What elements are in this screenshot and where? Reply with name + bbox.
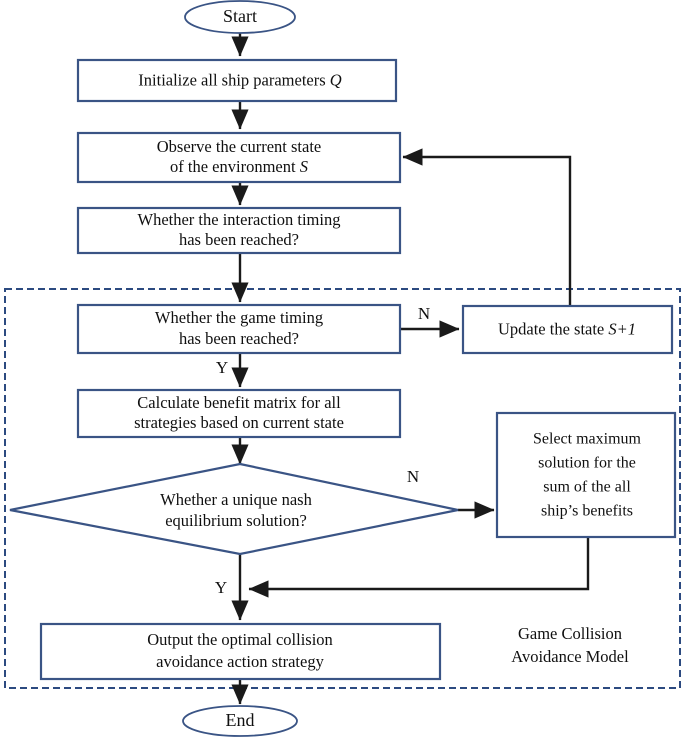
nash-decision-line1: Whether a unique nash	[160, 490, 312, 509]
nash-decision-line2: equilibrium solution?	[165, 511, 307, 530]
output-strategy-line2: avoidance action strategy	[156, 652, 324, 671]
initialize-symbol: Q	[330, 70, 342, 89]
branch-label-game-timing-yes: Y	[216, 358, 228, 377]
node-calculate-benefit[interactable]: Calculate benefit matrix for all strateg…	[76, 388, 402, 439]
initialize-label: Initialize all ship parameters Q	[138, 70, 342, 89]
calculate-benefit-box	[76, 388, 402, 439]
select-maximum-line2: solution for the	[538, 455, 636, 472]
output-strategy-box	[39, 622, 442, 681]
node-interaction-timing[interactable]: Whether the interaction timing has been …	[76, 206, 402, 255]
interaction-timing-box	[76, 206, 402, 255]
node-initialize[interactable]: Initialize all ship parameters Q	[76, 58, 398, 103]
branch-label-nash-yes: Y	[215, 578, 227, 597]
observe-label-line1: Observe the current state	[157, 137, 321, 156]
node-start[interactable]: Start	[184, 0, 296, 34]
node-nash-decision[interactable]: Whether a unique nash equilibrium soluti…	[9, 462, 459, 556]
region-label-line2: Avoidance Model	[511, 647, 629, 666]
game-timing-line2: has been reached?	[179, 329, 299, 348]
update-state-text: Update the state	[498, 319, 608, 338]
initialize-text: Initialize all ship parameters	[138, 70, 330, 89]
region-label-line1: Game Collision	[518, 624, 622, 643]
interaction-timing-line1: Whether the interaction timing	[138, 210, 341, 229]
observe-text2: of the environment	[170, 157, 300, 176]
connector-select-to-trunk-feedback	[248, 537, 590, 598]
observe-box	[76, 131, 402, 184]
node-output-strategy[interactable]: Output the optimal collision avoidance a…	[39, 622, 442, 681]
output-strategy-line1: Output the optimal collision	[147, 630, 333, 649]
update-state-label: Update the state S+1	[498, 319, 636, 338]
node-update-state[interactable]: Update the state S+1	[461, 304, 674, 355]
update-state-box	[461, 304, 674, 355]
end-label: End	[226, 710, 255, 730]
node-end[interactable]: End	[182, 705, 298, 737]
branch-label-game-timing-no: N	[418, 304, 430, 323]
interaction-timing-line2: has been reached?	[179, 230, 299, 249]
game-timing-line1: Whether the game timing	[155, 308, 323, 327]
start-label: Start	[223, 6, 257, 26]
select-maximum-line3: sum of the all	[543, 479, 631, 496]
node-game-timing[interactable]: Whether the game timing has been reached…	[76, 303, 402, 355]
observe-symbol: S	[300, 157, 308, 176]
branch-label-nash-no: N	[407, 467, 419, 486]
connector-update-to-observe-feedback	[402, 148, 572, 306]
update-state-symbol: S+1	[608, 319, 636, 338]
node-observe[interactable]: Observe the current state of the environ…	[76, 131, 402, 184]
initialize-box	[76, 58, 398, 103]
start-ellipse	[184, 0, 296, 34]
select-maximum-line4: ship’s benefits	[541, 503, 633, 520]
node-select-maximum[interactable]: Select maximum solution for the sum of t…	[495, 411, 677, 539]
end-ellipse	[182, 705, 298, 737]
game-timing-box	[76, 303, 402, 355]
select-maximum-box	[495, 411, 677, 539]
calculate-benefit-line2: strategies based on current state	[134, 413, 344, 432]
calculate-benefit-line1: Calculate benefit matrix for all	[137, 393, 341, 412]
select-maximum-line1: Select maximum	[533, 431, 642, 448]
nash-decision-diamond	[9, 462, 459, 556]
observe-label-line2: of the environment S	[170, 157, 308, 176]
game-collision-avoidance-region	[4, 288, 681, 689]
